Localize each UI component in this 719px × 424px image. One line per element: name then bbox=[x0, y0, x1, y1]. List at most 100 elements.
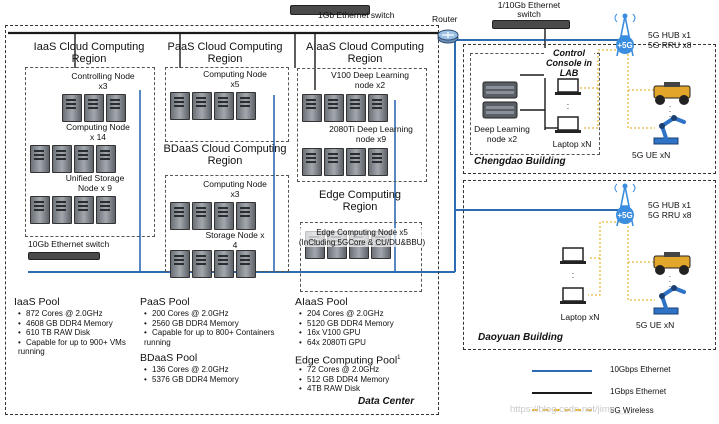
chengdao-deep-learning-label: Deep Learning node x2 bbox=[474, 124, 530, 144]
pool-item: 872 Cores @ 2.0GHz bbox=[18, 309, 136, 319]
pool-item: Capable for up to 900+ VMs running bbox=[18, 338, 136, 357]
top-switch bbox=[290, 5, 370, 15]
chengdao-5g-antenna-icon: +5G bbox=[614, 13, 636, 57]
pool-item: 72 Cores @ 2.0GHz bbox=[299, 365, 429, 375]
edge-pool-title-text: Edge Computing Pool bbox=[295, 354, 398, 367]
server-tower-icon bbox=[96, 196, 116, 224]
edge-region-box bbox=[300, 222, 422, 292]
server-tower-icon bbox=[214, 250, 234, 278]
daoyuan-rru-label: 5G RRU x8 bbox=[648, 210, 692, 220]
daoyuan-building-label: Daoyuan Building bbox=[478, 332, 563, 343]
server-tower-icon bbox=[62, 94, 82, 122]
aiaas-region-title: AIaaS Cloud Computing Region bbox=[305, 41, 424, 65]
server-bay bbox=[100, 201, 110, 203]
server-bay bbox=[174, 255, 184, 257]
pool-item: 5376 GB DDR4 Memory bbox=[144, 375, 284, 385]
edge-region-title: Edge Computing Region bbox=[319, 189, 401, 213]
pool-item: 16x V100 GPU bbox=[299, 328, 429, 338]
server-tower-icon bbox=[192, 92, 212, 120]
iaas-storage-label: Unified Storage Node x 9 bbox=[65, 173, 125, 193]
iaas-region-box bbox=[25, 67, 155, 237]
server-bay bbox=[240, 97, 250, 99]
server-bay bbox=[306, 153, 316, 155]
iaas-computing-label: Computing Node x 14 bbox=[66, 122, 130, 142]
server-bay bbox=[78, 150, 88, 152]
legend-line-10g bbox=[532, 370, 592, 372]
daoyuan-vdots: ··· bbox=[668, 272, 672, 291]
legend-line-5g bbox=[532, 409, 592, 411]
bdaas-region-title: BDaaS Cloud Computing Region bbox=[163, 143, 287, 167]
iaas-controlling-label: Controlling Node x3 bbox=[71, 71, 135, 91]
server-bay bbox=[110, 99, 120, 101]
data-center-label: Data Center bbox=[358, 396, 415, 407]
server-tower-icon bbox=[214, 92, 234, 120]
server-bay bbox=[372, 99, 382, 101]
server-tower-icon bbox=[170, 92, 190, 120]
chengdao-laptop-label: Laptop xN bbox=[552, 139, 592, 149]
chengdao-building-box bbox=[463, 44, 716, 174]
bottom-switch bbox=[28, 252, 100, 260]
server-tower-icon bbox=[52, 145, 72, 173]
chengdao-console-box bbox=[470, 53, 600, 155]
server-tower-icon bbox=[30, 145, 50, 173]
pool-item: 512 GB DDR4 Memory bbox=[299, 375, 429, 385]
paas-computing-label: Computing Node x5 bbox=[203, 69, 267, 89]
paas-pool-list: 200 Cores @ 2.0GHz2560 GB DDR4 MemoryCap… bbox=[144, 309, 284, 347]
pool-item: 200 Cores @ 2.0GHz bbox=[144, 309, 284, 319]
chengdao-robot-car-icon bbox=[653, 82, 691, 105]
legend: 10Gbps Ethernet 1Gbps Ethernet 5G Wirele… bbox=[530, 362, 710, 422]
top-switch-label: 1Gb Ethernet switch bbox=[318, 10, 395, 20]
pool-item: 64x 2080Ti GPU bbox=[299, 338, 429, 348]
server-bay bbox=[56, 150, 66, 152]
server-bay bbox=[34, 150, 44, 152]
server-tower-icon bbox=[84, 94, 104, 122]
pool-item: 4TB RAW Disk bbox=[299, 384, 429, 394]
svg-text:·: · bbox=[567, 100, 570, 109]
data-center-boundary bbox=[5, 25, 439, 415]
chengdao-console-label: Control Console in LAB bbox=[544, 48, 594, 78]
top-right-switch bbox=[492, 20, 570, 29]
server-tower-icon bbox=[236, 202, 256, 230]
daoyuan-hub-label: 5G HUB x1 bbox=[648, 200, 691, 210]
bdaas-computing-label: Computing Node x3 bbox=[203, 179, 267, 199]
server-bay bbox=[350, 99, 360, 101]
chengdao-rru-label: 5G RRU x8 bbox=[648, 40, 692, 50]
pool-item: 2560 GB DDR4 Memory bbox=[144, 319, 284, 329]
server-bay bbox=[328, 153, 338, 155]
daoyuan-laptops: · · bbox=[560, 247, 586, 304]
iaas-pool-list: 872 Cores @ 2.0GHz4608 GB DDR4 Memory610… bbox=[18, 309, 136, 357]
bdaas-pool-title: BDaaS Pool bbox=[140, 352, 198, 364]
server-bay bbox=[350, 153, 360, 155]
server-tower-icon bbox=[368, 94, 388, 122]
server-tower-icon bbox=[214, 202, 234, 230]
daoyuan-robot-car-icon bbox=[653, 252, 691, 275]
server-bay bbox=[196, 97, 206, 99]
svg-text:·: · bbox=[567, 104, 570, 113]
deep-learning-server-icon bbox=[482, 81, 518, 119]
server-tower-icon bbox=[236, 92, 256, 120]
server-tower-icon bbox=[52, 196, 72, 224]
server-tower-icon bbox=[192, 250, 212, 278]
paas-region-box bbox=[165, 67, 289, 142]
server-tower-icon bbox=[106, 94, 126, 122]
edge-pool-title: Edge Computing Pool1 bbox=[295, 352, 401, 367]
chengdao-laptops: · · bbox=[555, 78, 581, 133]
bdaas-pool-list: 136 Cores @ 2.0GHz5376 GB DDR4 Memory bbox=[144, 365, 284, 384]
daoyuan-laptop-label: Laptop xN bbox=[560, 312, 600, 322]
iaas-region-title: IaaS Cloud Computing Region bbox=[33, 41, 145, 65]
legend-label-1g: 1Gbps Ethernet bbox=[610, 387, 667, 396]
svg-text:+5G: +5G bbox=[617, 211, 632, 220]
daoyuan-ue-label: 5G UE xN bbox=[636, 320, 675, 330]
server-tower-icon bbox=[346, 148, 366, 176]
server-tower-icon bbox=[170, 250, 190, 278]
aiaas-pool-title: AIaaS Pool bbox=[295, 296, 348, 308]
server-bay bbox=[240, 207, 250, 209]
chengdao-ue-label: 5G UE xN bbox=[632, 150, 671, 160]
svg-text:+5G: +5G bbox=[617, 41, 632, 50]
aiaas-2080-label: 2080Ti Deep Learning node x9 bbox=[329, 124, 413, 144]
server-bay bbox=[78, 201, 88, 203]
edge-pool-title-sup: 1 bbox=[397, 355, 401, 361]
server-tower-icon bbox=[170, 202, 190, 230]
server-bay bbox=[218, 97, 228, 99]
server-tower-icon bbox=[302, 94, 322, 122]
